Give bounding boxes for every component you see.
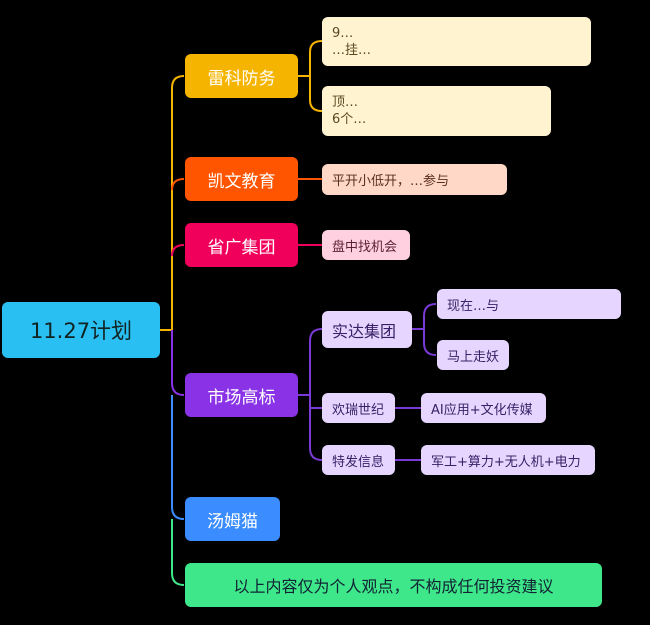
branch-market[interactable]: 市场高标 xyxy=(185,373,298,417)
note-kaiwen[interactable]: 平开小低开，…参与 xyxy=(322,164,507,195)
branch-leike[interactable]: 雷科防务 xyxy=(185,54,298,98)
note-line: 9… xyxy=(332,25,354,41)
note-huanrui[interactable]: AI应用+文化传媒 xyxy=(421,393,546,423)
node-tefa[interactable]: 特发信息 xyxy=(322,445,395,475)
root-node[interactable]: 11.27计划 xyxy=(2,302,160,358)
branch-tom[interactable]: 汤姆猫 xyxy=(185,497,280,541)
note-leike-2[interactable]: 顶… 6个… xyxy=(322,86,551,136)
note-line: 顶… xyxy=(332,95,359,110)
note-leike-1[interactable]: 9……挂… xyxy=(322,17,591,66)
branch-shengguang[interactable]: 省广集团 xyxy=(185,223,298,267)
note-shida-1[interactable]: 现在…与 xyxy=(437,289,621,319)
note-line: …挂… xyxy=(332,42,372,58)
note-shengguang[interactable]: 盘中找机会 xyxy=(322,230,410,260)
note-line: 6个… xyxy=(332,112,367,127)
node-shida[interactable]: 实达集团 xyxy=(322,311,412,348)
branch-kaiwen[interactable]: 凯文教育 xyxy=(185,157,298,201)
note-shida-2[interactable]: 马上走妖 xyxy=(437,340,509,370)
disclaimer-node[interactable]: 以上内容仅为个人观点，不构成任何投资建议 xyxy=(185,563,602,607)
node-huanrui[interactable]: 欢瑞世纪 xyxy=(322,393,395,423)
note-tefa[interactable]: 军工+算力+无人机+电力 xyxy=(421,445,595,475)
